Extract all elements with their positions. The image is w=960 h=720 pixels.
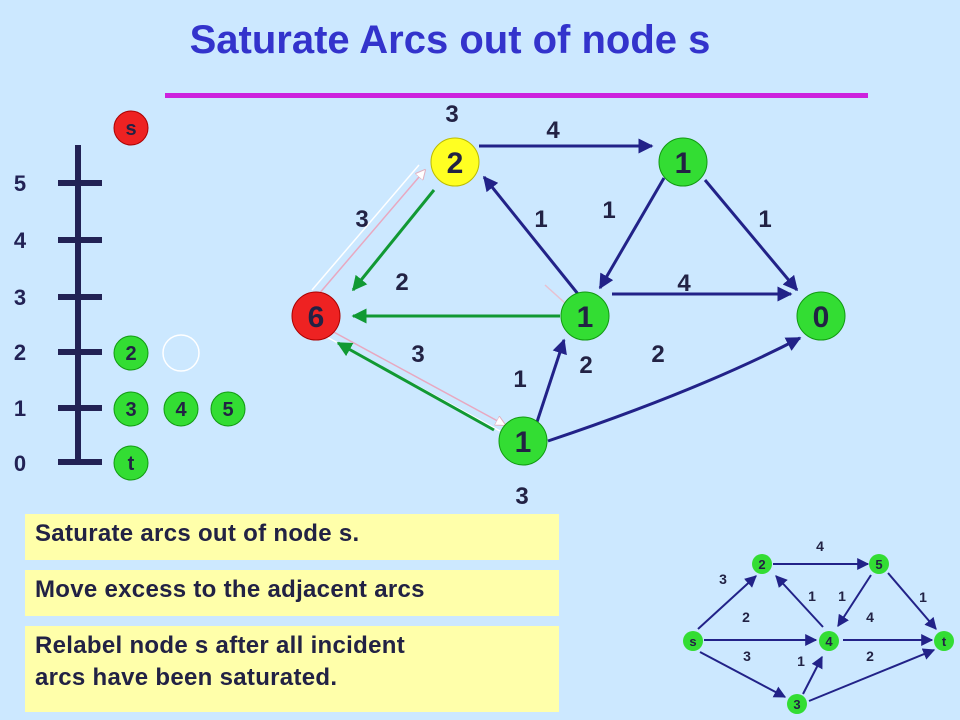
caption-relabel-line2: arcs have been saturated. [35,664,338,691]
svg-text:3: 3 [719,571,727,587]
svg-text:1: 1 [797,653,805,669]
arc-label-5-4: 1 [602,197,615,224]
caption-saturate: Saturate arcs out of node s. [25,514,559,560]
saturated-arc-ghosts [311,164,566,432]
svg-text:5: 5 [222,399,233,421]
caption-relabel: Relabel node s after all incident arcs h… [25,626,559,712]
main-graph: 4 3 1 1 1 2 4 3 2 2 1 6 2 1 [291,101,846,510]
scale-tick-label: 5 [14,171,26,196]
arc-5-to-4 [598,177,666,290]
mini-node-t: t [934,631,954,651]
arc-label-s-3: 3 [411,341,424,368]
svg-text:1: 1 [808,588,816,604]
svg-text:2: 2 [758,557,765,572]
distance-scale: 5 4 3 2 1 0 s 2 3 4 [14,110,246,481]
svg-text:5: 5 [875,557,882,572]
svg-text:3: 3 [793,697,800,712]
svg-text:1: 1 [675,147,692,180]
svg-text:3: 3 [743,648,751,664]
scale-node-t: t [113,445,149,481]
svg-text:4: 4 [175,399,187,421]
scale-node-5: 5 [210,391,246,427]
svg-text:2: 2 [125,343,136,365]
scale-ticks [58,180,102,465]
node-4: 1 [560,291,610,341]
scale-tick-label: 0 [14,451,26,476]
arc-label-s-2: 3 [355,206,368,233]
arc-3-to-t [547,336,802,443]
arc-5-to-t [703,179,799,292]
svg-text:6: 6 [308,301,325,334]
node-3: 1 [498,416,548,466]
mini-node-s: s [683,631,703,651]
arc-label-2-5: 4 [546,117,560,144]
title-divider [165,93,868,98]
svg-text:0: 0 [813,301,830,334]
scale-tick-label: 2 [14,340,26,365]
scale-tick-label: 1 [14,396,26,421]
svg-text:1: 1 [577,301,594,334]
svg-text:2: 2 [866,648,874,664]
node-3-excess-label: 3 [515,483,528,510]
scale-node-4: 4 [163,391,199,427]
svg-text:4: 4 [816,538,824,554]
scale-node-s: s [113,110,149,146]
mini-node-3: 3 [787,694,807,714]
arc-label-4-2: 1 [534,206,547,233]
svg-text:3: 3 [125,399,136,421]
svg-text:s: s [125,118,136,140]
mini-node-5: 5 [869,554,889,574]
arc-label-4-s: 2 [579,352,592,379]
node-2-excess-label: 3 [445,101,458,128]
page-title: Saturate Arcs out of node s [189,18,711,62]
svg-text:1: 1 [515,426,532,459]
mini-node-4: 4 [819,631,839,651]
arc-4-to-2 [482,175,580,295]
scale-tick-label: 3 [14,285,26,310]
svg-text:1: 1 [919,589,927,605]
caption-move-excess: Move excess to the adjacent arcs [25,570,559,616]
svg-text:s: s [689,634,696,649]
node-s: 6 [291,291,341,341]
arc-2-to-s [351,189,436,292]
svg-text:4: 4 [825,634,833,649]
svg-text:2: 2 [447,147,464,180]
node-2: 2 [430,137,480,187]
svg-text:t: t [942,634,947,649]
svg-text:1: 1 [838,588,846,604]
arc-label-3-4: 1 [513,366,526,393]
scale-node-2: 2 [113,335,149,371]
svg-text:t: t [128,453,135,475]
arc-label-2-s: 2 [395,269,408,296]
scale-empty-slot [162,334,200,372]
mini-node-2: 2 [752,554,772,574]
mini-graph: 4 3 1 1 1 2 4 3 1 2 s 2 5 4 t 3 [683,538,954,714]
svg-text:4: 4 [866,609,874,625]
scale-node-3: 3 [113,391,149,427]
node-5: 1 [658,137,708,187]
arc-label-3-t: 2 [651,341,664,368]
scale-tick-label: 4 [14,228,27,253]
arc-3-to-s [336,341,495,432]
arc-label-4-t: 4 [677,270,691,297]
caption-relabel-line1: Relabel node s after all incident [35,632,405,659]
arc-3-to-4 [534,338,567,426]
node-t: 0 [796,291,846,341]
svg-text:2: 2 [742,609,750,625]
arc-label-5-t: 1 [758,206,771,233]
